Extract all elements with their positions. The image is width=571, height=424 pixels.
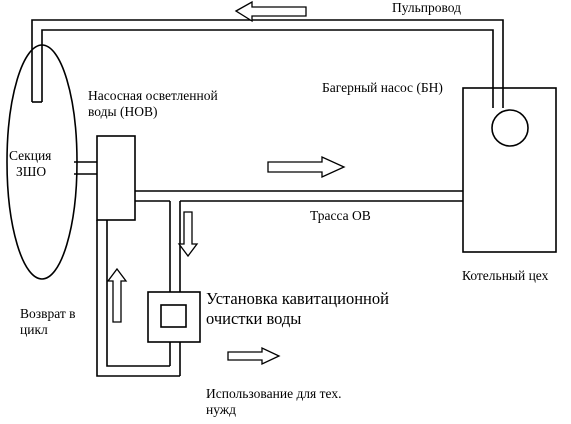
- installation-outer: [147, 291, 201, 343]
- return-label-line1: Возврат в: [20, 306, 76, 321]
- dredge-pump-circle: [491, 109, 529, 147]
- arrow-right-usage-icon: [227, 346, 281, 366]
- usage-label-line2: нужд: [206, 402, 236, 417]
- installation-label-line1: Установка кавитационной: [206, 289, 389, 308]
- pipeline-outer: [31, 19, 504, 108]
- return-label-line2: цикл: [20, 322, 48, 337]
- pump-station-title: Насосная осветленной: [88, 88, 218, 103]
- arrow-right-route-icon: [267, 155, 346, 179]
- installation-label-line2: очистки воды: [206, 309, 302, 328]
- usage-label-line1: Использование для тех.: [206, 386, 342, 401]
- route-label: Трасса ОВ: [310, 208, 371, 223]
- arrow-left-icon: [234, 0, 307, 23]
- boiler-box: [462, 87, 557, 253]
- pipeline-label: Пульпровод: [392, 0, 462, 15]
- section-label-line2: ЗШО: [16, 164, 47, 179]
- pump-station-box: [96, 135, 136, 221]
- arrow-down-icon: [177, 211, 199, 258]
- section-label-line1: Секция: [9, 148, 52, 163]
- pipeline-inner: [41, 29, 494, 108]
- dredge-pump-label: Багерный насос (БН): [322, 80, 443, 95]
- installation-inner: [160, 304, 187, 328]
- return-inner: [106, 220, 170, 367]
- return-outer: [96, 220, 180, 377]
- arrow-up-icon: [106, 267, 128, 323]
- boiler-label: Котельный цех: [462, 268, 549, 283]
- pump-station-code: воды (НОВ): [88, 104, 158, 119]
